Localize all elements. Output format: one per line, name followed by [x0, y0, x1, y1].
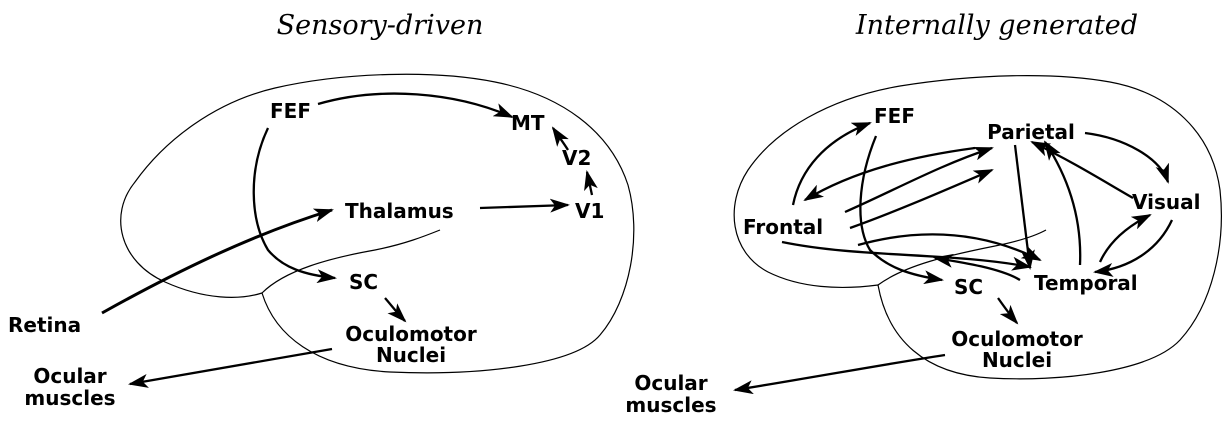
arrow-parietal-to-frontal	[803, 146, 976, 202]
arrow-v1-to-v2	[584, 170, 598, 196]
label-sc: SC	[349, 270, 378, 294]
label-mt: MT	[511, 111, 545, 135]
left-temporal-fissure	[261, 229, 441, 294]
label-retina: Retina	[8, 313, 81, 337]
arrow-fef-to-sc	[859, 135, 944, 285]
arrow-frontal-to-temporal-upper	[857, 233, 1042, 262]
arrow-thalamus-to-v1	[479, 198, 570, 213]
label-visual: Visual	[1132, 190, 1200, 214]
label-fef: FEF	[874, 104, 915, 128]
right-brain-outline	[733, 75, 1222, 380]
label-ocular-line2: muscles	[625, 393, 716, 417]
label-oculomotor-line2: Nuclei	[982, 348, 1052, 372]
label-v1: V1	[575, 199, 604, 223]
label-ocular-line2: muscles	[24, 386, 115, 410]
label-oculomotor-line2: Nuclei	[376, 343, 446, 367]
arrow-parietal-to-visual	[1084, 131, 1170, 184]
right-temporal-fissure	[877, 229, 1047, 286]
label-ocular-line1: Ocular	[33, 364, 106, 388]
label-parietal: Parietal	[987, 120, 1075, 144]
sensory-driven-title: Sensory-driven	[277, 10, 484, 41]
internally-generated-panel: Internally generated FEF Parietal Fronta…	[625, 10, 1222, 417]
arrow-frontal-to-fef	[791, 121, 872, 206]
arrow-fef-to-mt	[317, 92, 514, 119]
arrow-frontal-to-temporal-lower	[781, 240, 1032, 271]
label-oculomotor-line1: Oculomotor	[951, 327, 1083, 351]
label-fef: FEF	[270, 99, 311, 123]
label-ocular-line1: Ocular	[634, 371, 707, 395]
arrow-temporal-to-sc	[933, 253, 1021, 281]
label-temporal: Temporal	[1034, 271, 1138, 295]
arrow-fef-to-sc	[252, 127, 337, 284]
arrow-visual-to-temporal	[1093, 219, 1174, 277]
label-sc: SC	[954, 275, 983, 299]
arrow-oculomotor-to-muscles	[128, 347, 333, 388]
label-v2: V2	[562, 146, 591, 170]
arrow-v2-to-mt	[551, 126, 569, 151]
arrow-sc-to-oculomotor	[997, 297, 1019, 325]
arrow-oculomotor-to-muscles	[733, 353, 946, 395]
arrow-visual-to-parietal	[1030, 140, 1134, 199]
internally-generated-title: Internally generated	[855, 10, 1138, 41]
label-thalamus: Thalamus	[345, 199, 454, 223]
sensory-driven-panel: Sensory-driven FEF MT V2 Thalamus V1 SC …	[8, 10, 635, 410]
arrow-temporal-to-parietal	[1043, 140, 1082, 266]
arrow-frontal-to-parietal-upper	[844, 146, 994, 214]
arrow-sc-to-oculomotor	[384, 297, 407, 323]
arrow-frontal-to-parietal-lower	[849, 168, 994, 230]
label-frontal: Frontal	[743, 215, 823, 239]
left-brain-outline	[120, 73, 635, 374]
arrow-temporal-to-visual	[1098, 213, 1152, 263]
arrow-retina-to-thalamus	[101, 208, 334, 315]
label-oculomotor-line1: Oculomotor	[345, 322, 477, 346]
